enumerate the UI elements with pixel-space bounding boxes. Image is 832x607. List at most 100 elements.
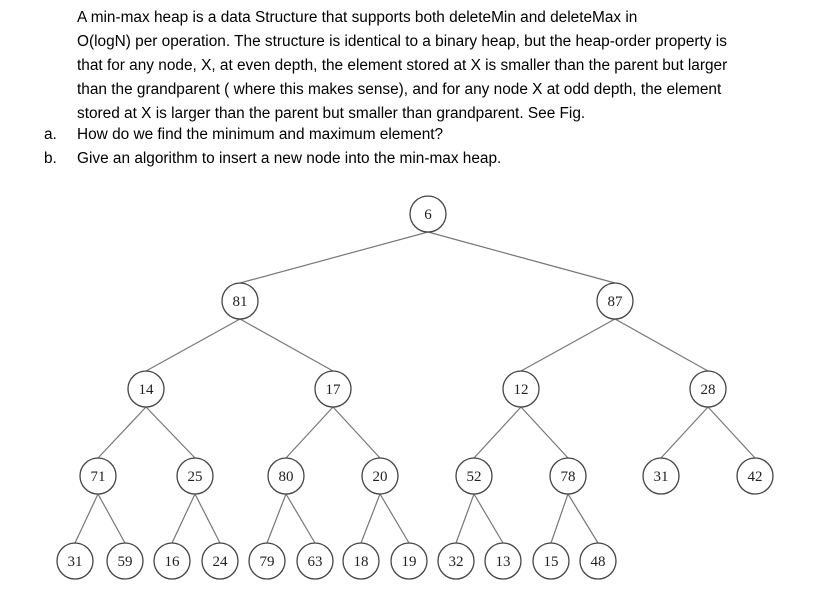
tree-edge [614, 318, 709, 372]
paragraph-line: stored at X is larger than the parent bu… [77, 105, 586, 122]
heap-node: 63 [296, 542, 334, 580]
heap-node-circle [642, 457, 680, 495]
heap-node-value: 80 [279, 469, 294, 485]
heap-node: 52 [455, 457, 493, 495]
heap-node-value: 79 [260, 554, 275, 570]
heap-node-value: 13 [496, 554, 511, 570]
tree-edge [74, 493, 99, 544]
heap-node-circle [176, 457, 214, 495]
tree-edge [266, 493, 287, 544]
heap-node-value: 14 [139, 382, 155, 398]
tree-edge [379, 493, 410, 544]
heap-node: 15 [532, 542, 570, 580]
question-item-b: b. Give an algorithm to insert a new node… [44, 147, 501, 171]
heap-node: 12 [502, 370, 540, 408]
heap-node-circle [153, 542, 191, 580]
paragraph-line: that for any node, X, at even depth, the… [77, 57, 728, 74]
heap-node-circle [314, 370, 352, 408]
question-item-a: a. How do we find the minimum and maximum… [44, 123, 443, 147]
heap-node-value: 6 [424, 207, 432, 223]
heap-node-value: 31 [68, 554, 83, 570]
heap-node-circle [56, 542, 94, 580]
heap-node: 17 [314, 370, 352, 408]
tree-edge [455, 493, 475, 544]
heap-node-value: 71 [91, 469, 106, 485]
heap-node-value: 59 [118, 554, 133, 570]
tree-edge [239, 318, 334, 372]
heap-node: 6 [409, 195, 447, 233]
heap-node-circle [296, 542, 334, 580]
tree-edge [145, 318, 241, 372]
heap-node-circle [221, 282, 259, 320]
tree-edge [520, 406, 569, 459]
heap-node-circle [342, 542, 380, 580]
heap-node-value: 20 [373, 469, 388, 485]
heap-node-value: 31 [654, 469, 669, 485]
heap-node-circle [267, 457, 305, 495]
heap-node-value: 18 [354, 554, 369, 570]
heap-node-value: 12 [514, 382, 529, 398]
heap-node-circle [79, 457, 117, 495]
heap-node-value: 17 [326, 382, 342, 398]
tree-edge [194, 493, 221, 544]
paragraph-line: than the grandparent ( where this makes … [77, 81, 722, 98]
heap-node: 13 [484, 542, 522, 580]
heap-node: 18 [342, 542, 380, 580]
heap-node: 81 [221, 282, 259, 320]
tree-edge [97, 493, 126, 544]
heap-node-circle [596, 282, 634, 320]
heap-node-circle [409, 195, 447, 233]
tree-edge [550, 493, 569, 544]
heap-node: 31 [56, 542, 94, 580]
paragraph-line: O(logN) per operation. The structure is … [77, 33, 727, 50]
heap-node: 20 [361, 457, 399, 495]
heap-node-circle [248, 542, 286, 580]
tree-edge [427, 231, 616, 284]
tree-edge [97, 406, 147, 459]
heap-node-value: 63 [308, 554, 323, 570]
heap-node-value: 48 [591, 554, 606, 570]
heap-node-value: 16 [165, 554, 181, 570]
tree-edge [707, 406, 756, 459]
heap-node: 25 [176, 457, 214, 495]
heap-node-circle [106, 542, 144, 580]
heap-node-value: 81 [233, 294, 248, 310]
heap-node-value: 28 [701, 382, 716, 398]
tree-edge [171, 493, 196, 544]
tree-edge [520, 318, 616, 372]
heap-node-circle [736, 457, 774, 495]
tree-edge [567, 493, 599, 544]
heap-node: 42 [736, 457, 774, 495]
heap-node-value: 25 [188, 469, 203, 485]
item-text: How do we find the minimum and maximum e… [77, 126, 444, 143]
tree-edge [473, 493, 504, 544]
heap-node-circle [127, 370, 165, 408]
item-marker: b. [44, 150, 57, 167]
heap-node-circle [455, 457, 493, 495]
paragraph-line: A min-max heap is a data Structure that … [77, 9, 638, 26]
heap-node: 59 [106, 542, 144, 580]
heap-node-circle [689, 370, 727, 408]
heap-node: 16 [153, 542, 191, 580]
tree-edge [660, 406, 709, 459]
heap-node-circle [484, 542, 522, 580]
heap-node: 87 [596, 282, 634, 320]
heap-node: 71 [79, 457, 117, 495]
tree-edge [473, 406, 522, 459]
heap-node-value: 19 [402, 554, 417, 570]
heap-node: 31 [642, 457, 680, 495]
item-text: Give an algorithm to insert a new node i… [77, 150, 502, 167]
tree-edge [285, 493, 316, 544]
heap-node: 19 [390, 542, 428, 580]
tree-edge [360, 493, 381, 544]
heap-node-circle [579, 542, 617, 580]
item-marker: a. [44, 126, 57, 143]
heap-node-circle [532, 542, 570, 580]
tree-edge [145, 406, 196, 459]
heap-node-value: 15 [544, 554, 559, 570]
heap-node: 78 [549, 457, 587, 495]
heap-node: 14 [127, 370, 165, 408]
question-paragraph: A min-max heap is a data Structure that … [77, 6, 822, 126]
heap-node-value: 24 [213, 554, 229, 570]
